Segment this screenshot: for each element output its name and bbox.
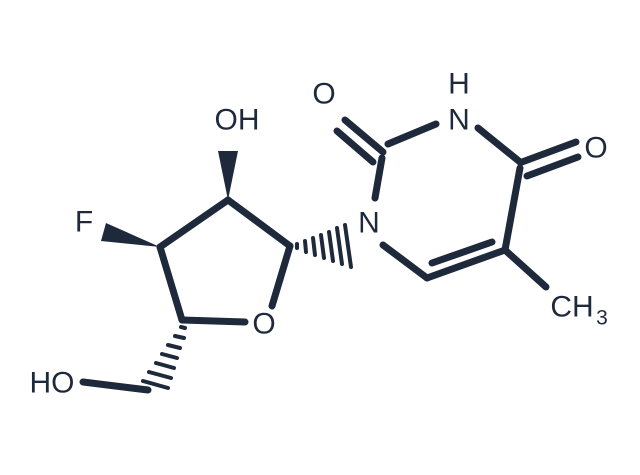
bond-c4-c5 xyxy=(501,164,524,254)
atom-labels: O H N O OH F N O CH 3 HO xyxy=(30,68,608,400)
hashed-bonds xyxy=(141,223,353,390)
bond-c6-n1 xyxy=(379,241,431,282)
atom-methyl-subscript: 3 xyxy=(596,307,608,330)
wedge-c2p-oh xyxy=(218,151,238,200)
bond-c5-c6 xyxy=(423,246,509,282)
atom-o-carbonyl-2: O xyxy=(312,78,335,111)
bond-c2-o-b xyxy=(333,127,377,166)
hash-c4p-c5p xyxy=(141,325,187,390)
bond-c1p-o xyxy=(268,242,294,310)
bond-c2p-c1p xyxy=(224,196,294,250)
atom-n1: N xyxy=(358,207,380,240)
hash-c1p-n1 xyxy=(295,223,353,269)
atom-oh-2p: OH xyxy=(215,104,260,137)
bonds xyxy=(79,116,582,394)
atom-n3: N xyxy=(448,104,470,137)
wedge-c3p-f xyxy=(101,223,160,247)
bond-c4-o-a xyxy=(518,138,580,166)
wedge-bonds xyxy=(101,151,238,247)
bond-c5p-o xyxy=(79,378,152,394)
bond-n3-c4 xyxy=(474,124,524,166)
bond-c5-c6-double xyxy=(428,238,496,267)
bond-c2p-c3p xyxy=(156,196,232,251)
bond-c4p-o xyxy=(178,316,249,326)
atom-methyl-ch: CH xyxy=(550,291,593,324)
bond-c5-methyl xyxy=(501,246,550,291)
bond-c2-o-a xyxy=(341,116,387,156)
atom-f-3p: F xyxy=(75,206,93,239)
bond-c3p-c4p xyxy=(156,243,186,324)
atom-o-ring: O xyxy=(252,308,275,341)
atom-ho-5p: HO xyxy=(30,367,75,400)
bond-c2-n3 xyxy=(384,120,440,148)
bond-c4-o-b xyxy=(523,153,582,180)
atom-o-carbonyl-4: O xyxy=(584,132,607,165)
atom-h-n3: H xyxy=(448,68,470,101)
bond-c2-n1 xyxy=(371,154,386,202)
